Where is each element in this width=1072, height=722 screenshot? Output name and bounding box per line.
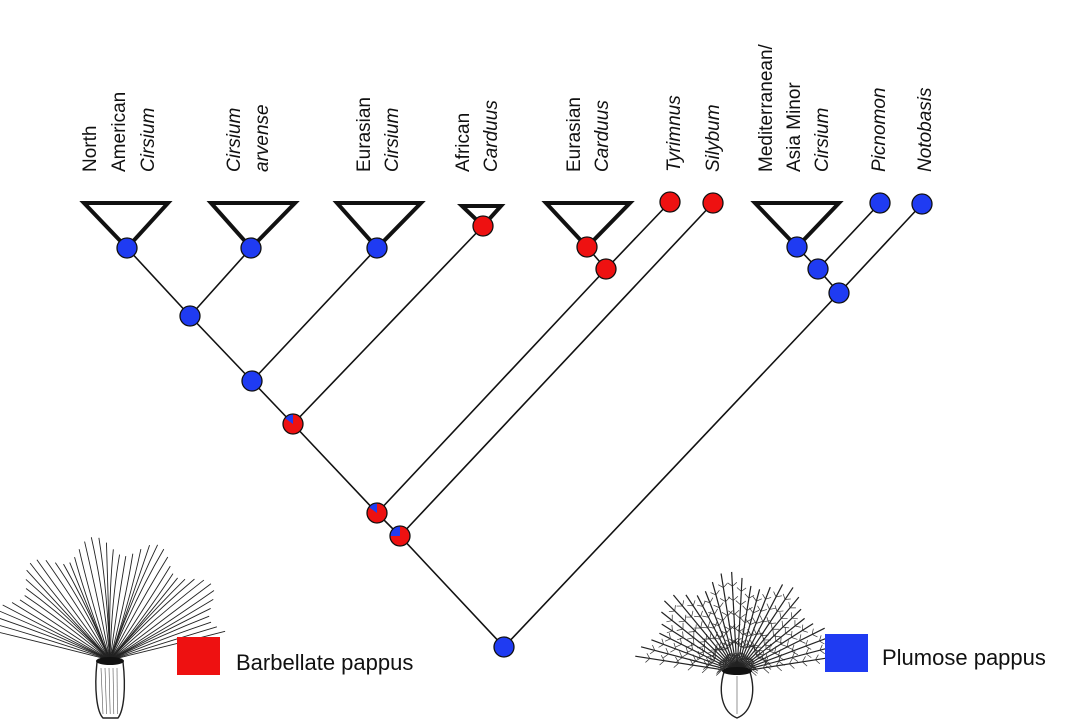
branch-n_tyrimnus-n_carduus_split (292, 423, 378, 514)
branch-n_med_not-notobasis (838, 203, 923, 294)
taxon-label-eurasian_cirsium: Eurasian (354, 97, 375, 172)
clade-triangle-cirsium_arvense (206, 201, 300, 251)
clade-triangle-med_cirsium (750, 201, 844, 250)
barbellate-swatch (177, 637, 220, 675)
node-n_silybum (389, 525, 411, 547)
branch-n_na_arv-cirsium_arvense (189, 247, 252, 317)
clade-triangle-na_cirsium (79, 201, 173, 251)
taxon-label-picnomon: Picnomon (869, 88, 890, 173)
tree-edges (126, 201, 923, 648)
branch-n_cirsium-eurasian_cirsium (251, 247, 378, 382)
node-n_tyrimnus (366, 502, 388, 524)
taxon-label-eurasian_carduus: Carduus (592, 100, 613, 172)
node-notobasis (911, 193, 933, 215)
clade-triangle-eurasian_cirsium (332, 201, 426, 251)
branch-n_med_pic-picnomon (817, 202, 881, 270)
node-n_med_pic (807, 258, 829, 280)
taxon-label-na_cirsium: Cirsium (138, 108, 159, 172)
taxon-label-cirsium_arvense: Cirsium (224, 108, 245, 172)
taxon-label-african_carduus: African (453, 113, 474, 172)
node-n_carduus_split (282, 413, 304, 435)
taxon-label-med_cirsium: Cirsium (812, 108, 833, 172)
taxon-label-med_cirsium: Mediterranean/ (756, 43, 777, 172)
plumose-swatch (825, 634, 868, 672)
branch-n_carduus_split-african_carduus (292, 225, 484, 425)
node-na_cirsium (116, 237, 138, 259)
branch-n_silybum-silybum (399, 202, 714, 537)
node-tyrimnus (659, 191, 681, 213)
taxon-label-eurasian_cirsium: Cirsium (382, 108, 403, 172)
taxon-label-silybum: Silybum (703, 104, 724, 172)
node-picnomon (869, 192, 891, 214)
legend-barbellate: Barbellate pappus (177, 637, 413, 675)
node-n_cirsium (241, 370, 263, 392)
taxon-label-cirsium_arvense: arvense (252, 104, 273, 172)
node-carduus_tyrimnus (595, 258, 617, 280)
taxon-label-eurasian_carduus: Eurasian (564, 97, 585, 172)
barbellate-label: Barbellate pappus (236, 650, 413, 675)
node-eurasian_carduus (576, 236, 598, 258)
branch-n_cirsium-n_na_arv (189, 315, 253, 382)
ancestral-state-nodes (116, 191, 933, 658)
node-n_med_not (828, 282, 850, 304)
node-cirsium_arvense (240, 237, 262, 259)
clade-triangle-eurasian_carduus (541, 201, 635, 250)
legend-plumose: Plumose pappus (825, 634, 1046, 672)
node-eurasian_cirsium (366, 237, 388, 259)
taxon-label-tyrimnus: Tyrimnus (664, 95, 685, 172)
branch-root-n_med_not (503, 292, 840, 648)
node-african_carduus (472, 215, 494, 237)
taxon-label-med_cirsium: Asia Minor (784, 82, 805, 172)
barbellate-pappus-drawing (0, 537, 226, 719)
node-med_cirsium (786, 236, 808, 258)
plumose-pappus-drawing (635, 571, 834, 719)
branch-root-n_silybum (399, 535, 505, 648)
taxon-label-na_cirsium: North (80, 126, 101, 172)
branch-n_tyrimnus-carduus_tyrimnus (376, 268, 607, 514)
clade-triangle-african_carduus (457, 204, 506, 229)
taxon-label-notobasis: Notobasis (915, 87, 936, 172)
taxon-labels: North American Cirsium Cirsium arvense Eurasi… (80, 43, 936, 172)
node-silybum (702, 192, 724, 214)
collapsed-clades (79, 201, 844, 251)
branch-carduus_tyrimnus-tyrimnus (605, 201, 671, 270)
plumose-label: Plumose pappus (882, 645, 1046, 670)
node-n_na_arv (179, 305, 201, 327)
node-root (493, 636, 515, 658)
taxon-label-na_cirsium: American (109, 92, 130, 172)
taxon-label-african_carduus: Carduus (481, 100, 502, 172)
branch-n_na_arv-na_cirsium (126, 247, 191, 317)
